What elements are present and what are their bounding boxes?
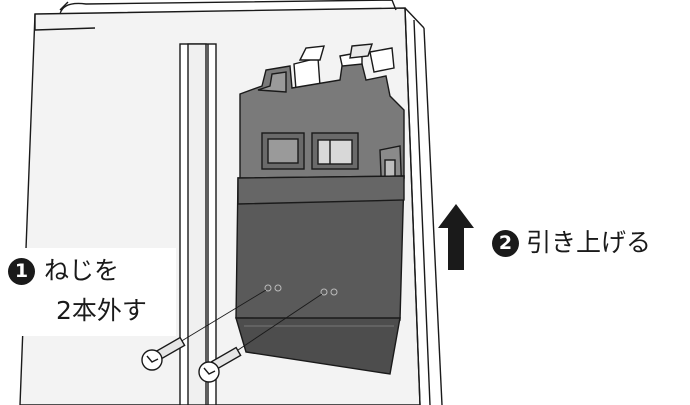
screw-guides [169, 289, 323, 359]
module-lower [235, 175, 405, 375]
step-1-number-badge: 1 [8, 258, 35, 285]
step-2-number-badge: 2 [492, 230, 519, 257]
step-2-callout: 2 引き上げる [488, 222, 688, 266]
step-2-text: 引き上げる [526, 228, 652, 257]
screw-icon [141, 336, 186, 371]
screw-icon [198, 346, 242, 383]
step-1-text-line2: 2本外す [56, 296, 147, 325]
step-1-text-line1: ねじを [44, 256, 120, 285]
step-1-callout: 1 ねじを 2本外す [0, 248, 176, 336]
vertical-rail [179, 43, 217, 405]
up-arrow-icon [438, 204, 474, 270]
screw-holes [264, 284, 338, 296]
